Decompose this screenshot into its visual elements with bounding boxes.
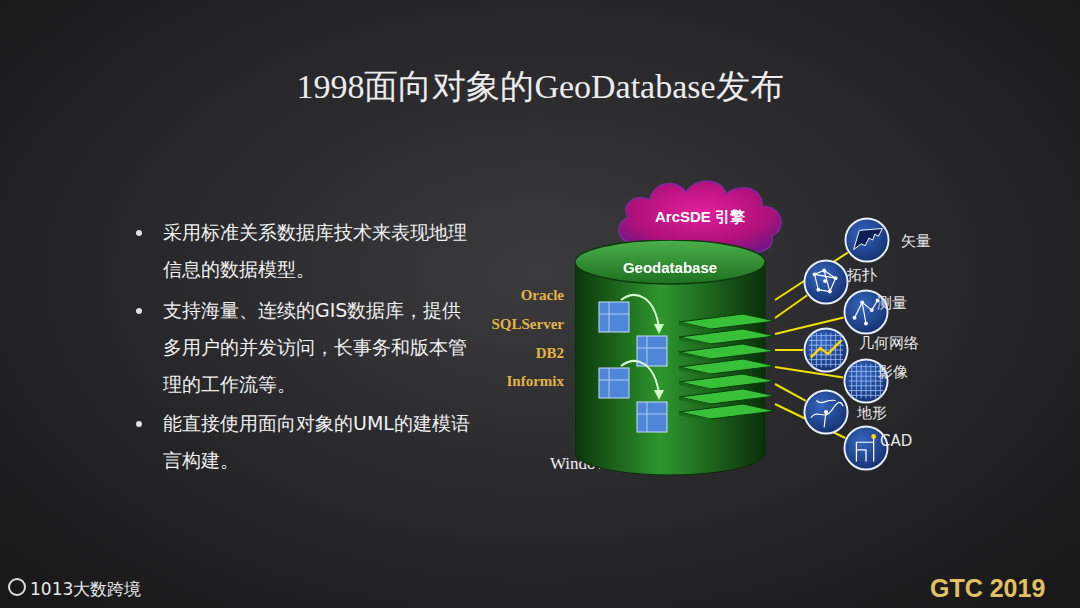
watermark-logo — [8, 578, 26, 596]
bullet-text: 能直接使用面向对象的UML的建模语言构建。 — [163, 405, 473, 479]
data-type-label: 矢量 — [901, 232, 931, 251]
bullet-dot — [136, 308, 142, 314]
database-name: Informix — [507, 373, 565, 390]
bullet-dot — [136, 230, 142, 236]
data-type-label: 几何网络 — [859, 334, 919, 353]
data-type-circle: 地形 — [803, 389, 849, 435]
database-label: Geodatabase — [575, 259, 765, 276]
database-name: Oracle — [521, 287, 564, 304]
database-cylinder: Geodatabase — [575, 240, 775, 477]
data-type-label: 测量 — [877, 294, 907, 313]
data-type-circle: 拓扑 — [803, 259, 849, 305]
data-type-label: 地形 — [857, 404, 887, 423]
database-name: DB2 — [536, 345, 564, 362]
data-type-circle: 测量 — [843, 289, 889, 335]
data-type-label: CAD — [880, 432, 912, 450]
data-link — [775, 384, 806, 401]
slide-title: 1998面向对象的GeoDatabase发布 — [0, 64, 1080, 110]
data-link — [775, 349, 803, 351]
bullet-text: 支持海量、连续的GIS数据库，提供多用户的并发访问，长事务和版本管理的工作流等。 — [163, 292, 473, 403]
bullet-text: 采用标准关系数据库技术来表现地理信息的数据模型。 — [163, 214, 473, 288]
data-type-circle: 几何网络 — [803, 327, 849, 373]
bullet-dot — [136, 421, 142, 427]
database-name: SQLServer — [492, 316, 565, 333]
data-type-label: 拓扑 — [847, 266, 877, 285]
data-type-label: 影像 — [878, 363, 908, 382]
engine-label: ArcSDE 引擎 — [612, 208, 788, 227]
data-link — [775, 295, 807, 318]
data-type-circle: CAD — [843, 425, 889, 471]
event-logo: GTC 2019 — [930, 574, 1045, 603]
watermark: 1013大数跨境 — [30, 578, 141, 601]
data-type-circle: 矢量 — [844, 217, 890, 263]
data-type-circle: 影像 — [843, 358, 889, 404]
